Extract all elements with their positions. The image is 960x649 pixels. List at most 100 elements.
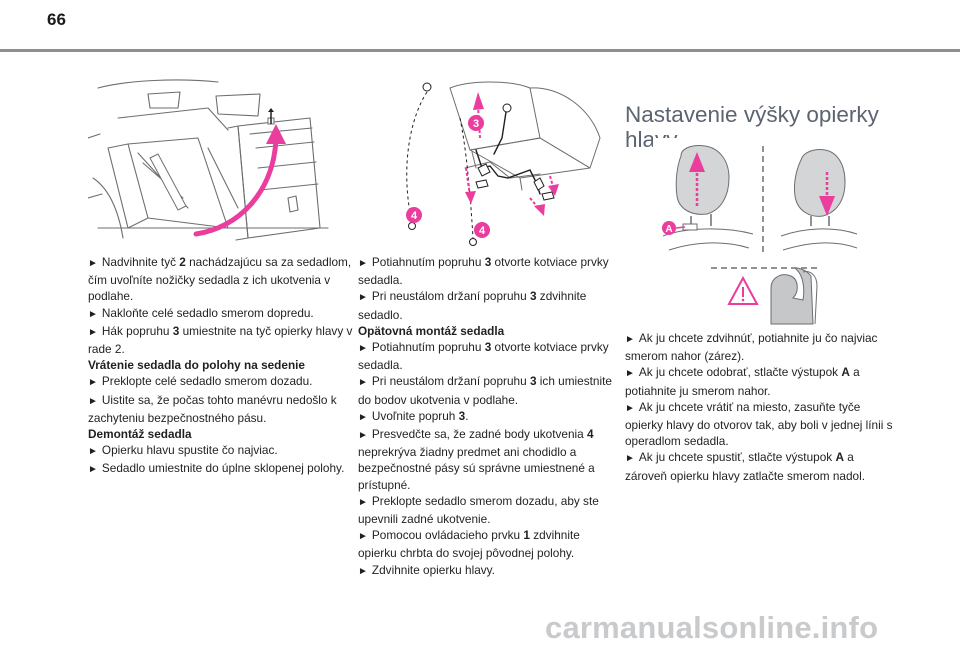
reference-marker: 2 <box>179 255 186 269</box>
headrest-drawing: A <box>662 145 858 325</box>
seat-fold-illustration <box>87 78 330 246</box>
bullet-arrow-icon: ► <box>358 292 368 304</box>
seat-anchor-illustration: 3 4 4 <box>390 78 605 246</box>
reference-marker: 3 <box>484 340 492 355</box>
instruction-item: ►Nadvihnite tyč 2 nachádzajúcu sa za sed… <box>88 254 358 305</box>
instruction-item: ►Preklopte sedadlo smerom dozadu, aby st… <box>358 493 620 527</box>
subheading: Vrátenie sedadla do polohy na sedenie <box>88 358 305 373</box>
subheading: Opätovná montáž sedadla <box>358 323 505 338</box>
header-rule <box>0 49 960 52</box>
instruction-item: ►Potiahnutím popruhu 3 otvorte kotviace … <box>358 254 620 288</box>
reference-marker: 3 <box>484 255 492 269</box>
bullet-arrow-icon: ► <box>88 258 98 269</box>
instruction-text: Pri neustálom držaní popruhu <box>371 374 530 389</box>
instruction-text: ich umiestnite do bodov ukotvenia v podl… <box>358 374 612 407</box>
bullet-arrow-icon: ► <box>88 464 98 476</box>
reference-marker: 3 <box>529 289 537 304</box>
bullet-arrow-icon: ► <box>625 453 635 465</box>
instruction-text: a zároveň opierku hlavy zatlačte smerom … <box>625 450 865 483</box>
bullet-arrow-icon: ► <box>358 411 368 423</box>
instruction-text: . <box>465 408 469 423</box>
instruction-text: umiestnite na tyč opierky hlavy v rade 2… <box>88 323 353 357</box>
instruction-text: Ak ju chcete vrátiť na miesto, zasuňte t… <box>625 399 893 449</box>
instruction-text: a potiahnite ju smerom nahor. <box>625 365 860 398</box>
subheading: Demontáž sedadla <box>88 427 192 442</box>
instruction-item: ►Pri neustálom držaní popruhu 3 ich umie… <box>358 373 620 407</box>
instruction-text: Ak ju chcete odobrať, stlačte výstupok <box>638 365 842 380</box>
instruction-text: Uvoľnite popruh <box>371 408 459 423</box>
instruction-item: ►Nakloňte celé sedadlo smerom dopredu. <box>88 305 358 323</box>
instruction-text: Preklopte sedadlo smerom dozadu, aby ste… <box>358 493 599 527</box>
page-number: 66 <box>47 10 66 29</box>
instruction-text: Uistite sa, že počas tohto manévru nedoš… <box>88 392 337 425</box>
instruction-item: ►Pomocou ovládacieho prvku 1 zdvihnite o… <box>358 527 620 561</box>
bullet-arrow-icon: ► <box>625 402 635 414</box>
watermark: carmanualsonline.info <box>545 610 879 645</box>
reference-marker: 3 <box>458 408 466 423</box>
instruction-item: ►Sedadlo umiestnite do úplne sklopenej p… <box>88 460 358 478</box>
svg-text:4: 4 <box>411 210 418 222</box>
reference-marker: A <box>841 365 850 380</box>
column-3-text: ►Ak ju chcete zdvihnúť, potiahnite ju čo… <box>625 330 895 484</box>
bullet-arrow-icon: ► <box>358 430 368 442</box>
svg-text:4: 4 <box>479 225 486 237</box>
bullet-arrow-icon: ► <box>88 326 98 338</box>
reference-marker: 1 <box>523 528 530 543</box>
instruction-item: ►Hák popruhu 3 umiestnite na tyč opierky… <box>88 323 358 357</box>
instruction-text: Ak ju chcete spustiť, stlačte výstupok <box>638 450 836 465</box>
svg-text:3: 3 <box>473 118 479 130</box>
svg-text:A: A <box>665 224 672 235</box>
instruction-text: Presvedčte sa, že zadné body ukotvenia <box>371 427 588 442</box>
bullet-arrow-icon: ► <box>358 377 368 389</box>
headrest-illustration: A <box>653 138 858 328</box>
instruction-item: ►Presvedčte sa, že zadné body ukotvenia … <box>358 426 620 493</box>
instruction-text: Potiahnutím popruhu <box>371 340 485 355</box>
bullet-arrow-icon: ► <box>358 531 368 543</box>
instruction-text: Sedadlo umiestnite do úplne sklopenej po… <box>101 461 345 476</box>
callout-4-right: 4 <box>474 222 490 238</box>
instruction-item: ►Ak ju chcete spustiť, stlačte výstupok … <box>625 449 895 483</box>
instruction-text: nachádzajúcu sa za sedadlom, čím uvoľnít… <box>88 255 352 304</box>
instruction-item: ►Opierku hlavu spustite čo najviac. <box>88 442 358 460</box>
reference-marker: 3 <box>172 323 180 338</box>
instruction-item: ►Pri neustálom držaní popruhu 3 zdvihnit… <box>358 288 620 322</box>
instruction-item: ►Uistite sa, že počas tohto manévru nedo… <box>88 392 358 426</box>
column-2-text: ►Potiahnutím popruhu 3 otvorte kotviace … <box>358 254 620 580</box>
instruction-text: zdvihnite opierku chrbta do svojej pôvod… <box>358 528 580 561</box>
instruction-text: Hák popruhu <box>101 323 173 338</box>
headrest-left: A <box>662 145 754 251</box>
instruction-text: Pri neustálom držaní popruhu <box>371 289 530 304</box>
bullet-arrow-icon: ► <box>358 343 368 355</box>
bullet-arrow-icon: ► <box>625 368 635 380</box>
bullet-arrow-icon: ► <box>88 446 98 458</box>
seat-anchor-drawing: 3 4 4 <box>406 81 601 246</box>
reference-marker: 4 <box>587 427 594 442</box>
callout-4-left: 4 <box>406 207 422 223</box>
instruction-item: ►Ak ju chcete vrátiť na miesto, zasuňte … <box>625 399 895 450</box>
bullet-arrow-icon: ► <box>625 334 635 345</box>
instruction-text: zdvihnite sedadlo. <box>358 289 587 322</box>
instruction-text: neprekrýva žiadny predmet ani chodidlo a… <box>358 445 595 492</box>
headrest-right <box>780 149 858 251</box>
passenger-head <box>770 267 818 325</box>
bullet-arrow-icon: ► <box>88 377 98 389</box>
instruction-text: otvorte kotviace prvky sedadla. <box>358 340 609 373</box>
instruction-text: Nadvihnite tyč <box>101 255 180 269</box>
bullet-arrow-icon: ► <box>88 395 98 407</box>
bullet-arrow-icon: ► <box>358 496 368 508</box>
warning-icon <box>727 275 759 305</box>
reference-marker: A <box>835 450 844 465</box>
bullet-arrow-icon: ► <box>88 308 98 320</box>
instruction-text: otvorte kotviace prvky sedadla. <box>358 255 609 288</box>
instruction-text: Pomocou ovládacieho prvku <box>371 528 524 543</box>
instruction-text: Zdvihnite opierku hlavy. <box>371 562 495 577</box>
seat-fold-drawing <box>87 79 329 241</box>
instruction-text: Preklopte celé sedadlo smerom dozadu. <box>101 374 313 389</box>
bullet-arrow-icon: ► <box>358 565 368 577</box>
instruction-item: ►Preklopte celé sedadlo smerom dozadu. <box>88 373 358 391</box>
bullet-arrow-icon: ► <box>358 258 368 269</box>
reference-marker: 3 <box>529 374 537 389</box>
section-title: Nastavenie výšky opierky hlavy <box>625 101 879 152</box>
instruction-item: ►Uvoľnite popruh 3. <box>358 408 620 426</box>
instruction-text: Nakloňte celé sedadlo smerom dopredu. <box>101 305 314 320</box>
